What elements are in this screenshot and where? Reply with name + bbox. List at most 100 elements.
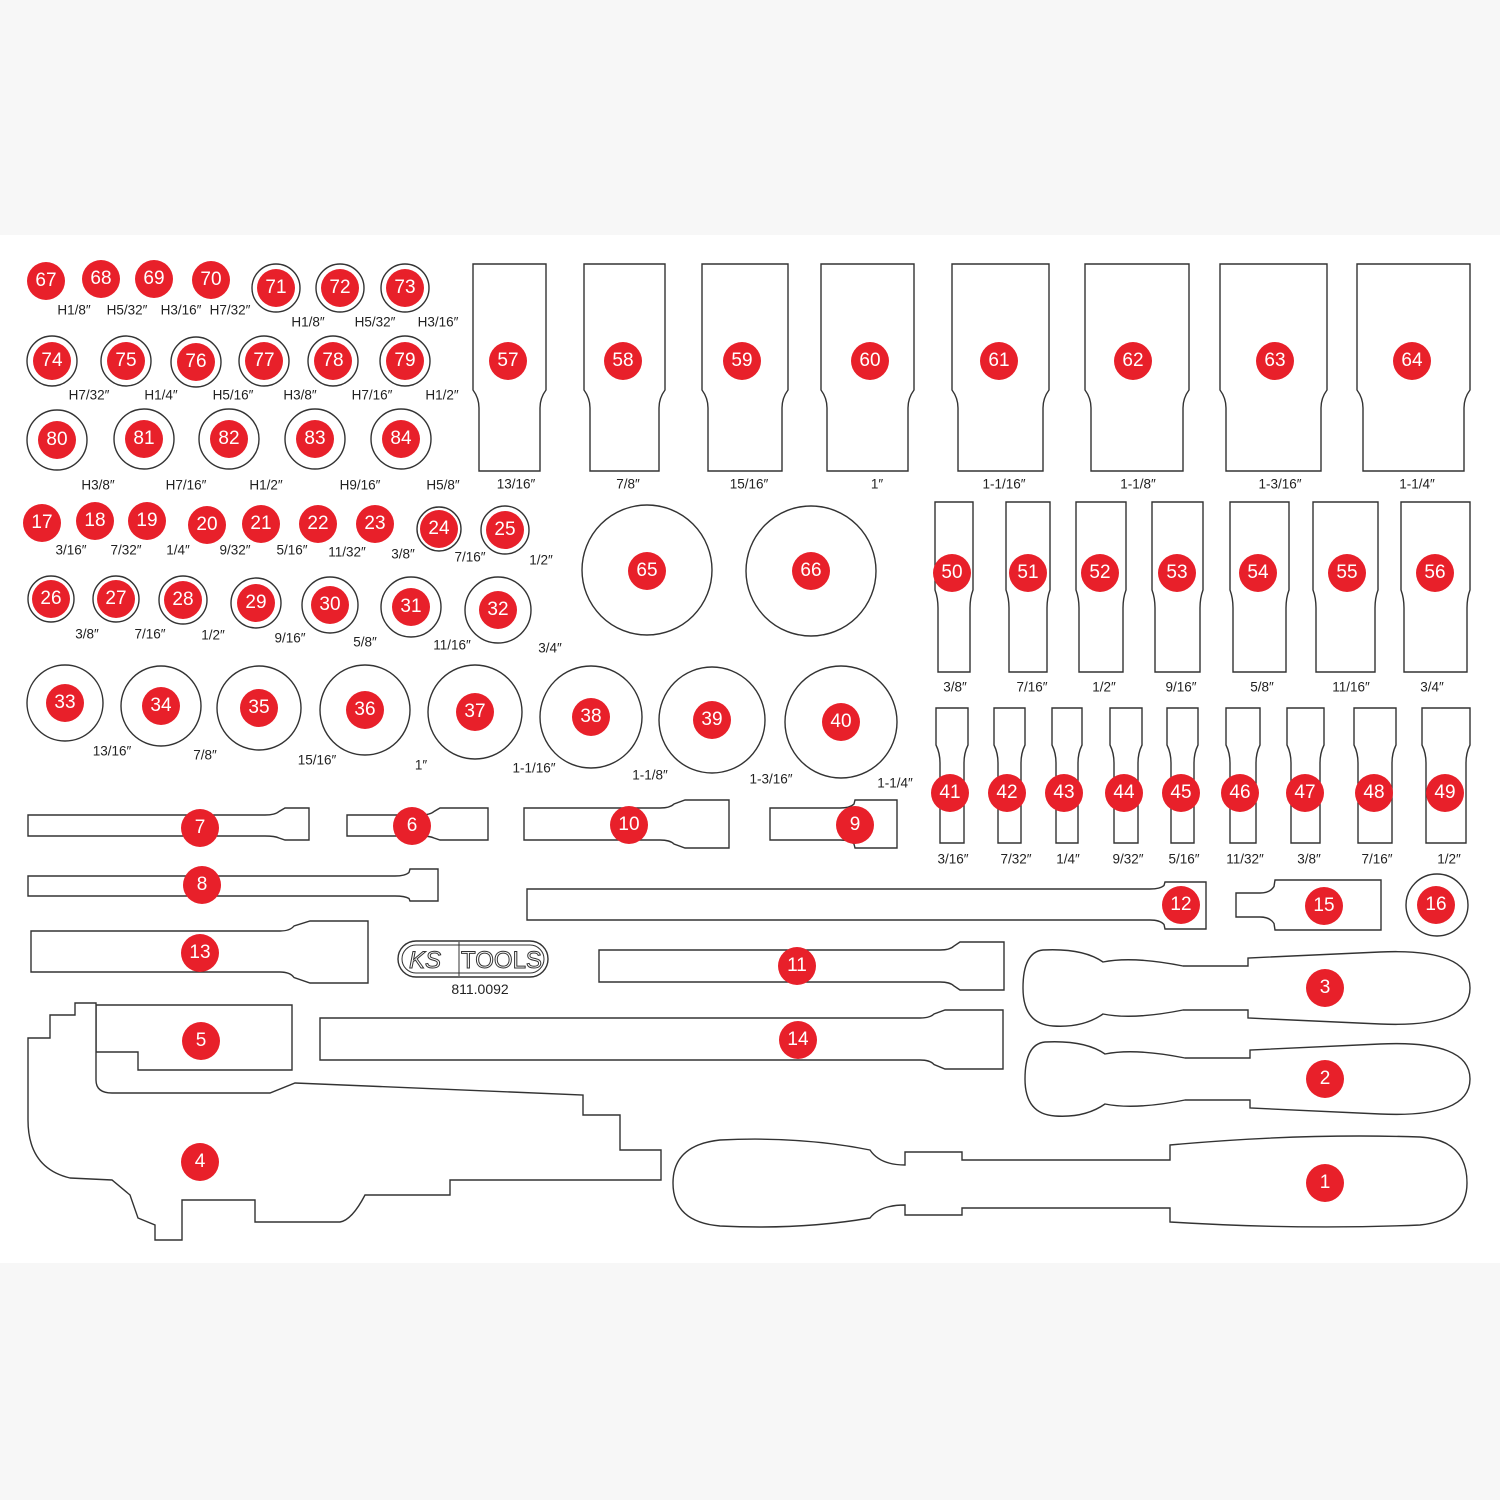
position-marker-6: 6 xyxy=(393,807,431,845)
size-label-84: H5/8″ xyxy=(426,477,460,493)
size-label-49: 1/2″ xyxy=(1437,851,1461,867)
size-label-81: H7/16″ xyxy=(165,477,207,493)
position-marker-59: 59 xyxy=(723,342,761,380)
position-marker-31: 31 xyxy=(392,588,430,626)
position-marker-76: 76 xyxy=(177,343,215,381)
size-label-63: 1-3/16″ xyxy=(1258,476,1302,492)
position-marker-72: 72 xyxy=(321,269,359,307)
position-marker-41: 41 xyxy=(931,774,969,812)
size-label-38: 1-1/8″ xyxy=(632,767,668,783)
position-marker-65: 65 xyxy=(628,552,666,590)
position-marker-20: 20 xyxy=(188,506,226,544)
position-marker-51: 51 xyxy=(1009,554,1047,592)
ratchet-slot-1 xyxy=(672,1135,1468,1228)
position-marker-48: 48 xyxy=(1355,774,1393,812)
size-label-39: 1-3/16″ xyxy=(749,771,793,787)
size-label-40: 1-1/4″ xyxy=(877,775,913,791)
extension-slot-7 xyxy=(27,807,310,841)
size-label-80: H3/8″ xyxy=(81,477,115,493)
position-marker-16: 16 xyxy=(1417,886,1455,924)
size-label-69: H3/16″ xyxy=(160,302,202,318)
size-label-24: 7/16″ xyxy=(454,549,486,565)
size-label-19: 1/4″ xyxy=(166,542,190,558)
position-marker-34: 34 xyxy=(142,687,180,725)
position-marker-54: 54 xyxy=(1239,554,1277,592)
size-label-18: 7/32″ xyxy=(110,542,142,558)
position-marker-39: 39 xyxy=(693,701,731,739)
size-label-59: 15/16″ xyxy=(729,476,769,492)
size-label-61: 1-1/16″ xyxy=(982,476,1026,492)
size-label-42: 7/32″ xyxy=(1000,851,1032,867)
position-marker-29: 29 xyxy=(237,584,275,622)
position-marker-18: 18 xyxy=(76,502,114,540)
size-label-54: 5/8″ xyxy=(1250,679,1274,695)
position-marker-67: 67 xyxy=(27,262,65,300)
position-marker-78: 78 xyxy=(314,342,352,380)
size-label-43: 1/4″ xyxy=(1056,851,1080,867)
position-marker-82: 82 xyxy=(210,420,248,458)
svg-text:KS: KS xyxy=(409,947,441,974)
size-label-77: H3/8″ xyxy=(283,387,317,403)
position-marker-23: 23 xyxy=(356,505,394,543)
position-marker-52: 52 xyxy=(1081,554,1119,592)
extension-slot-14 xyxy=(319,1009,1004,1070)
size-label-62: 1-1/8″ xyxy=(1120,476,1156,492)
position-marker-50: 50 xyxy=(933,554,971,592)
position-marker-53: 53 xyxy=(1158,554,1196,592)
size-label-21: 5/16″ xyxy=(276,542,308,558)
position-marker-21: 21 xyxy=(242,505,280,543)
ratchet-slot-3 xyxy=(1022,949,1471,1027)
position-marker-60: 60 xyxy=(851,342,889,380)
position-marker-26: 26 xyxy=(32,580,70,618)
size-label-72: H5/32″ xyxy=(354,314,396,330)
size-label-31: 11/16″ xyxy=(433,637,471,653)
size-label-34: 7/8″ xyxy=(193,747,217,763)
position-marker-44: 44 xyxy=(1105,774,1143,812)
size-label-60: 1″ xyxy=(870,476,884,492)
size-label-30: 5/8″ xyxy=(353,634,377,650)
size-label-78: H7/16″ xyxy=(351,387,393,403)
position-marker-11: 11 xyxy=(778,947,816,985)
part-number: 811.0092 xyxy=(451,981,509,997)
position-marker-66: 66 xyxy=(792,552,830,590)
position-marker-3: 3 xyxy=(1306,969,1344,1007)
size-label-52: 1/2″ xyxy=(1092,679,1116,695)
position-marker-84: 84 xyxy=(382,420,420,458)
position-marker-42: 42 xyxy=(988,774,1026,812)
position-marker-75: 75 xyxy=(107,342,145,380)
size-label-47: 3/8″ xyxy=(1297,851,1321,867)
position-marker-2: 2 xyxy=(1306,1060,1344,1098)
position-marker-12: 12 xyxy=(1162,886,1200,924)
svg-text:TOOLS: TOOLS xyxy=(461,947,542,974)
size-label-44: 9/32″ xyxy=(1112,851,1144,867)
adapter-slot-9 xyxy=(769,799,898,849)
size-label-37: 1-1/16″ xyxy=(512,760,556,776)
size-label-75: H1/4″ xyxy=(144,387,178,403)
position-marker-46: 46 xyxy=(1221,774,1259,812)
size-label-83: H9/16″ xyxy=(339,477,381,493)
size-label-74: H7/32″ xyxy=(68,387,110,403)
ratchet-slot-4 xyxy=(27,1002,662,1241)
size-label-23: 3/8″ xyxy=(391,546,415,562)
size-label-64: 1-1/4″ xyxy=(1399,476,1435,492)
position-marker-9: 9 xyxy=(836,806,874,844)
position-marker-22: 22 xyxy=(299,505,337,543)
size-label-25: 1/2″ xyxy=(529,552,553,568)
position-marker-38: 38 xyxy=(572,698,610,736)
position-marker-63: 63 xyxy=(1256,342,1294,380)
size-label-56: 3/4″ xyxy=(1420,679,1444,695)
position-marker-43: 43 xyxy=(1045,774,1083,812)
size-label-41: 3/16″ xyxy=(937,851,969,867)
position-marker-1: 1 xyxy=(1306,1164,1344,1202)
extension-slot-8 xyxy=(27,868,439,902)
position-marker-45: 45 xyxy=(1162,774,1200,812)
size-label-73: H3/16″ xyxy=(417,314,459,330)
size-label-71: H1/8″ xyxy=(291,314,325,330)
size-label-76: H5/16″ xyxy=(212,387,254,403)
size-label-45: 5/16″ xyxy=(1168,851,1200,867)
position-marker-70: 70 xyxy=(192,261,230,299)
position-marker-64: 64 xyxy=(1393,342,1431,380)
position-marker-27: 27 xyxy=(97,580,135,618)
size-label-29: 9/16″ xyxy=(274,630,306,646)
